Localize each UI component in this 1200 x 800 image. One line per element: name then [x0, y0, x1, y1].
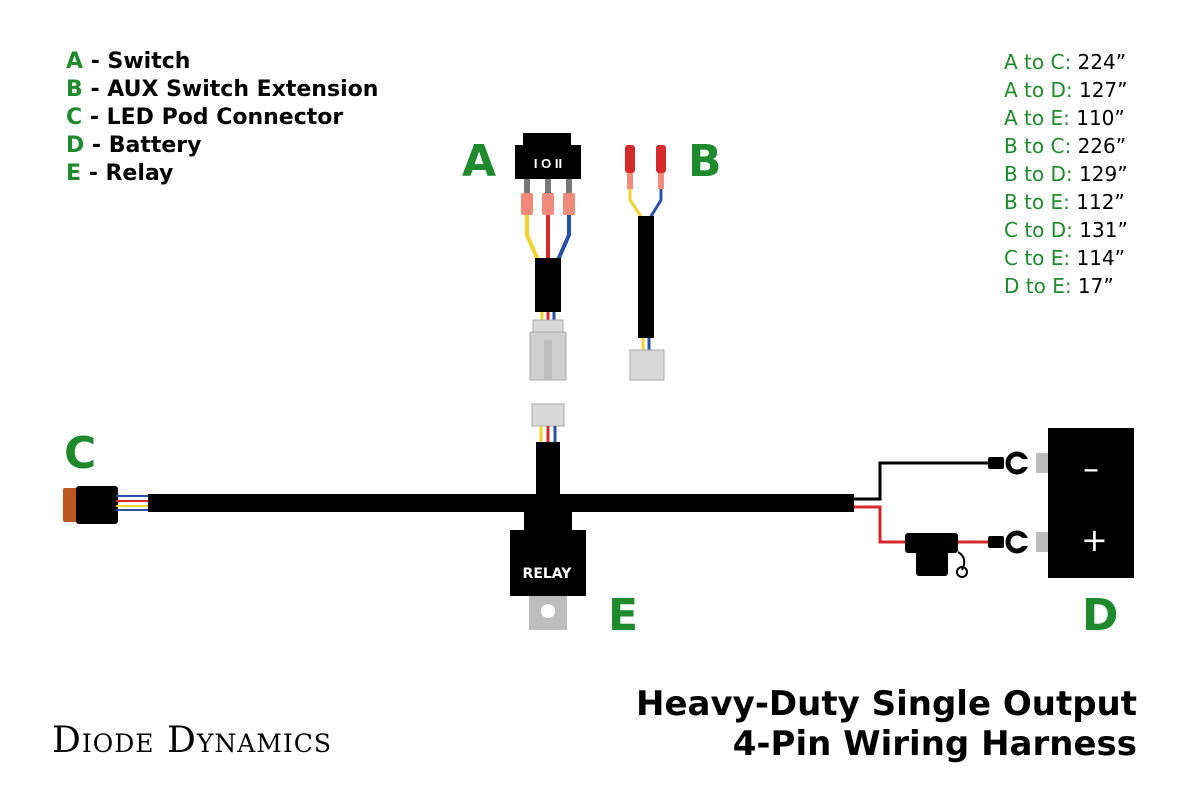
main-harness [63, 451, 1034, 578]
brand-logo: Diode Dynamics [52, 720, 332, 761]
length-label: A to C: [1004, 50, 1072, 74]
length-row: C to E: 114” [1004, 244, 1128, 272]
label-b: B [688, 136, 722, 187]
legend-text: - Battery [84, 133, 202, 158]
component-legend: A - Switch B - AUX Switch Extension C - … [66, 48, 378, 188]
battery-negative-symbol: – [1083, 449, 1099, 487]
length-row: A to E: 110” [1004, 104, 1128, 132]
length-label: C to E: [1004, 246, 1071, 270]
length-label: A to D: [1004, 78, 1073, 102]
length-value: 127” [1072, 78, 1128, 102]
legend-letter: E [66, 161, 82, 186]
length-row: B to C: 226” [1004, 132, 1128, 160]
length-label: D to E: [1004, 274, 1072, 298]
length-value: 114” [1070, 246, 1126, 270]
length-value: 226” [1071, 134, 1127, 158]
relay-label: RELAY [522, 566, 572, 582]
length-label: C to D: [1004, 218, 1073, 242]
length-value: 110” [1069, 106, 1125, 130]
length-row: D to E: 17” [1004, 272, 1128, 300]
battery-positive-symbol: + [1081, 521, 1108, 559]
legend-letter: B [66, 77, 83, 102]
length-row: B to E: 112” [1004, 188, 1128, 216]
switch-a: I O II [515, 133, 581, 381]
legend-letter: A [66, 49, 84, 74]
product-title: Heavy-Duty Single Output 4-Pin Wiring Ha… [636, 684, 1137, 764]
legend-text: - AUX Switch Extension [82, 77, 379, 102]
harness-switch-connector [531, 403, 565, 502]
legend-letter: C [66, 105, 83, 130]
legend-item-a: A - Switch [66, 48, 378, 76]
length-value: 17” [1071, 274, 1114, 298]
product-title-line1: Heavy-Duty Single Output [636, 684, 1137, 724]
relay-e [510, 510, 586, 630]
length-value: 112” [1069, 190, 1125, 214]
legend-item-c: C - LED Pod Connector [66, 104, 378, 132]
length-value: 224” [1071, 50, 1127, 74]
legend-item-d: D - Battery [66, 132, 378, 160]
label-e: E [608, 590, 639, 641]
length-row: A to D: 127” [1004, 76, 1128, 104]
length-label: A to E: [1004, 106, 1070, 130]
length-value: 129” [1072, 162, 1128, 186]
label-d: D [1082, 590, 1119, 641]
product-title-line2: 4-Pin Wiring Harness [732, 724, 1137, 764]
length-label: B to D: [1004, 162, 1073, 186]
switch-marks: I O II [534, 156, 562, 171]
legend-item-b: B - AUX Switch Extension [66, 76, 378, 104]
legend-text: - Switch [83, 49, 191, 74]
length-label: B to C: [1004, 134, 1072, 158]
legend-text: - LED Pod Connector [82, 105, 344, 130]
label-c: C [64, 428, 97, 479]
length-row: B to D: 129” [1004, 160, 1128, 188]
battery-d [1036, 428, 1134, 578]
length-value: 131” [1072, 218, 1128, 242]
length-row: C to D: 131” [1004, 216, 1128, 244]
legend-letter: D [66, 133, 85, 158]
length-table: A to C: 224” A to D: 127” A to E: 110” B… [1004, 48, 1128, 300]
legend-text: - Relay [81, 161, 174, 186]
length-label: B to E: [1004, 190, 1070, 214]
length-row: A to C: 224” [1004, 48, 1128, 76]
label-a: A [462, 136, 497, 187]
aux-switch-extension-b [625, 145, 666, 381]
legend-item-e: E - Relay [66, 160, 378, 188]
